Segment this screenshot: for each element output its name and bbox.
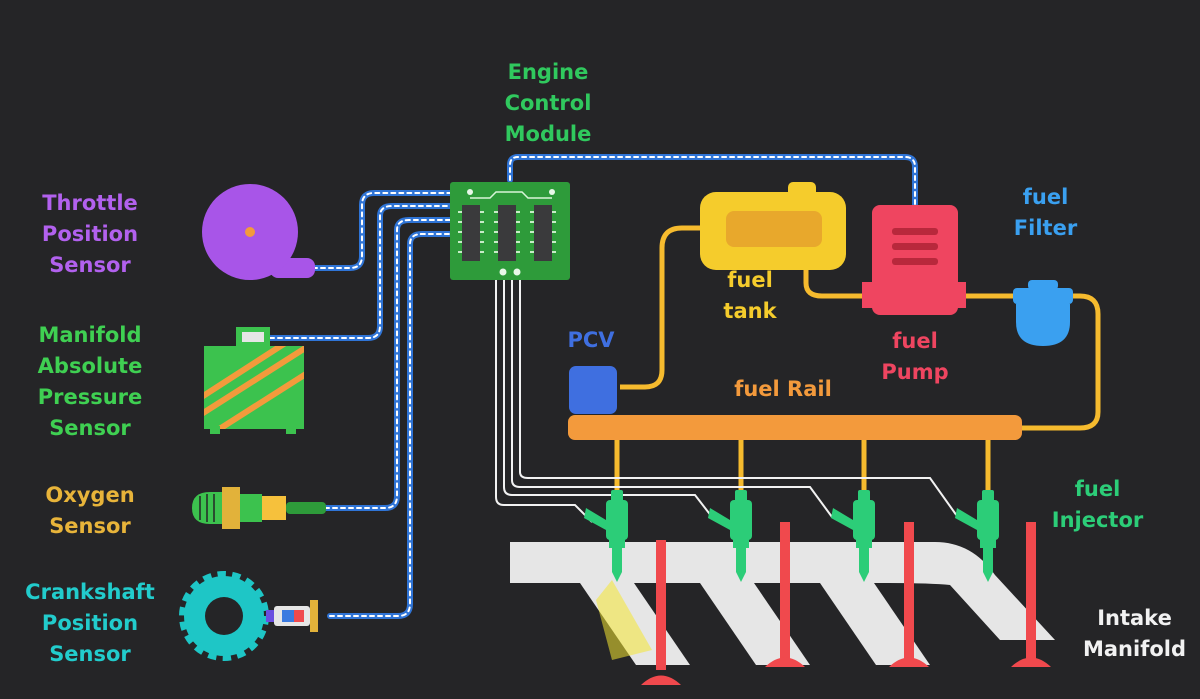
fuel-tank — [700, 182, 846, 270]
injector-wires — [495, 280, 958, 523]
sensor-wires — [267, 154, 918, 619]
crankshaft-position-sensor — [179, 571, 318, 661]
fuel-lines — [614, 225, 1101, 493]
fuel-filter-label: fuel Filter — [1013, 185, 1078, 240]
pcv-valve — [569, 366, 617, 414]
fuel-tank-label: fuel tank — [723, 268, 777, 323]
fuel-injector — [584, 490, 628, 582]
valves — [641, 522, 1051, 685]
valve — [1011, 522, 1051, 667]
fuel-injector — [955, 490, 999, 582]
oxygen-label: Oxygen Sensor — [45, 483, 135, 538]
fuel-injectors — [584, 490, 999, 582]
fuel-pump-label: fuel Pump — [881, 329, 949, 384]
valve — [889, 522, 929, 667]
pcv-label: PCV — [567, 328, 615, 352]
fuel-pump — [862, 205, 966, 315]
fuel-rail-label: fuel Rail — [734, 377, 832, 401]
ecm-label: Engine Control Module — [504, 60, 592, 146]
fuel-rail — [568, 415, 1022, 440]
throttle-label: Throttle Position Sensor — [41, 191, 139, 277]
map-sensor — [204, 327, 304, 434]
oxygen-sensor — [192, 487, 326, 529]
ecm-board — [450, 182, 570, 280]
fuel-spray — [596, 580, 652, 660]
fuel-injector — [708, 490, 752, 582]
fuel-injector — [831, 490, 875, 582]
throttle-position-sensor — [202, 184, 315, 280]
map-label: Manifold Absolute Pressure Sensor — [37, 323, 143, 440]
fuel-filter — [1013, 280, 1073, 346]
valve — [641, 540, 681, 685]
fuel-injector-label: fuel Injector — [1051, 477, 1144, 532]
intake-manifold-label: Intake Manifold — [1082, 606, 1186, 661]
valve — [765, 522, 805, 667]
crankshaft-label: Crankshaft Position Sensor — [25, 580, 155, 666]
